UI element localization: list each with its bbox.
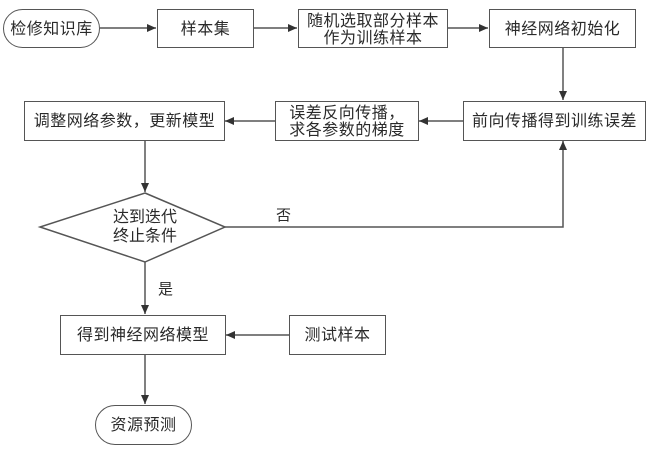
- node-label-line1: 随机选取部分样本: [306, 10, 439, 30]
- node-label: 神经网络初始化: [504, 18, 621, 38]
- node-label: 调整网络参数，更新模型: [33, 111, 216, 130]
- process-nn-init: 神经网络初始化: [489, 9, 636, 48]
- process-back-prop: 误差反向传播， 求各参数的梯度: [275, 101, 419, 141]
- decision-label-line1: 达到迭代: [112, 207, 177, 226]
- end-terminal-resource-prediction: 资源预测: [95, 405, 192, 445]
- node-label: 检修知识库: [10, 18, 93, 38]
- node-label: 测试样本: [304, 325, 371, 344]
- node-label-line2: 求各参数的梯度: [289, 120, 405, 139]
- process-sample-set: 样本集: [157, 9, 254, 48]
- process-nn-model: 得到神经网络模型: [60, 315, 226, 355]
- arrow-decision-no-loop: [225, 141, 567, 228]
- node-label: 样本集: [180, 18, 231, 38]
- process-random-select: 随机选取部分样本 作为训练样本: [298, 9, 448, 48]
- input-test-samples: 测试样本: [289, 315, 386, 355]
- edge-label-yes: 是: [158, 280, 174, 298]
- process-forward-prop: 前向传播得到训练误差: [463, 101, 646, 141]
- node-label-line1: 误差反向传播，: [289, 103, 405, 122]
- decision-label-line2: 终止条件: [112, 226, 177, 245]
- edge-label-no: 否: [276, 206, 292, 224]
- decision-label: 达到迭代 终止条件: [95, 207, 195, 245]
- process-adjust-params: 调整网络参数，更新模型: [24, 101, 225, 141]
- start-terminal-knowledge-base: 检修知识库: [3, 9, 100, 48]
- node-label: 前向传播得到训练误差: [471, 111, 637, 130]
- node-label: 资源预测: [110, 415, 177, 434]
- decision-diamond: [37, 192, 227, 263]
- node-label-line2: 作为训练样本: [323, 27, 423, 47]
- node-label: 得到神经网络模型: [76, 325, 209, 344]
